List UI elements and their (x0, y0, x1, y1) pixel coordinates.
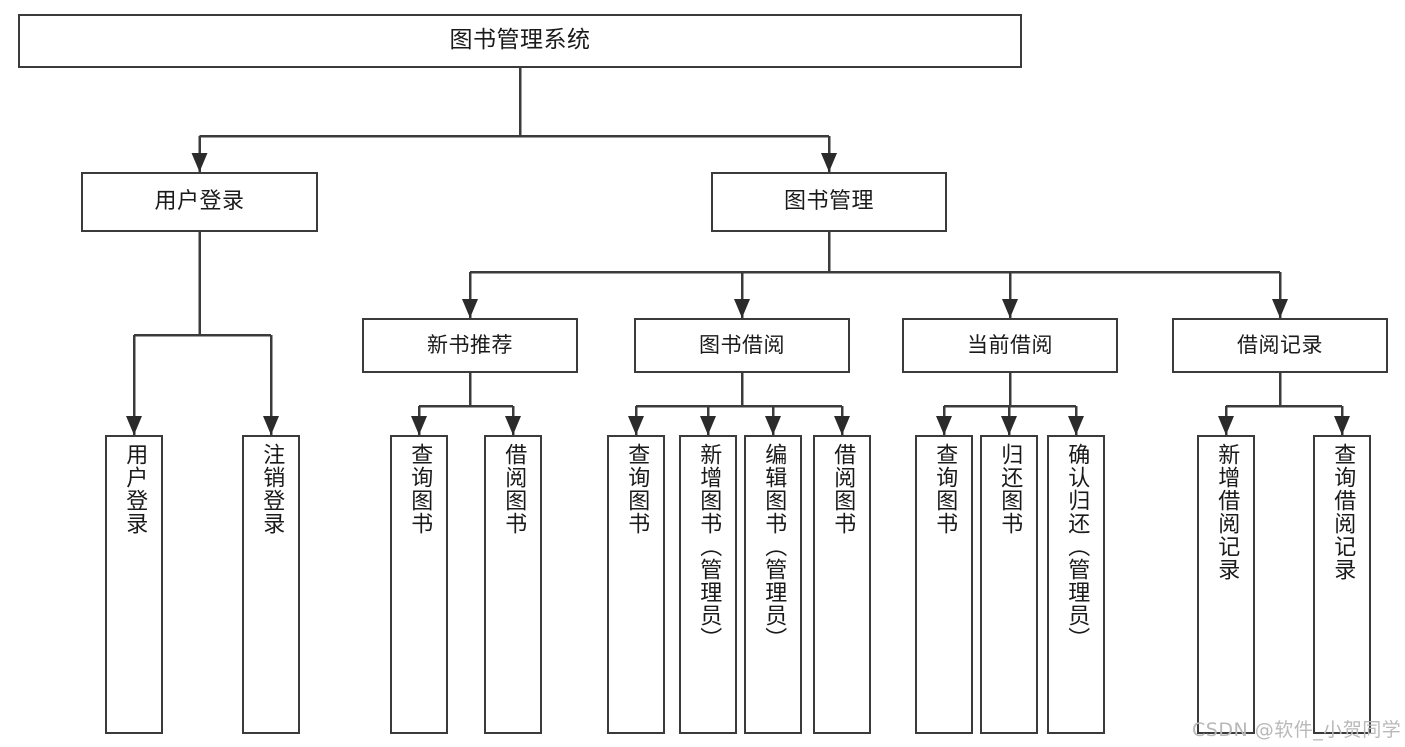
node-label: 确认归还（管理员） (1064, 443, 1090, 650)
node-label: 查询图书 (624, 443, 650, 535)
node-label: 借阅记录 (1237, 332, 1323, 357)
node-leaf-borrow-book-1[interactable]: 借阅图书 (484, 435, 542, 734)
node-leaf-edit-book[interactable]: 编辑图书（管理员） (744, 435, 802, 734)
node-leaf-query-book-3[interactable]: 查询图书 (915, 435, 973, 734)
watermark: CSDN @软件_小贺同学 (1192, 719, 1402, 741)
node-new-book-rec[interactable]: 新书推荐 (362, 318, 578, 373)
node-current-borrow[interactable]: 当前借阅 (902, 318, 1118, 373)
node-label: 查询图书 (407, 443, 433, 535)
node-user-login[interactable]: 用户登录 (81, 172, 318, 232)
node-leaf-user-login[interactable]: 用户登录 (105, 435, 163, 734)
node-leaf-return-book[interactable]: 归还图书 (980, 435, 1038, 734)
node-label: 借阅图书 (830, 443, 856, 535)
node-label: 用户登录 (154, 188, 245, 214)
node-label: 当前借阅 (967, 332, 1053, 357)
node-leaf-add-book[interactable]: 新增图书（管理员） (679, 435, 737, 734)
node-book-borrow[interactable]: 图书借阅 (634, 318, 850, 373)
node-leaf-add-record[interactable]: 新增借阅记录 (1197, 435, 1255, 734)
node-book-manage[interactable]: 图书管理 (711, 172, 947, 232)
node-label: 新增借阅记录 (1214, 443, 1240, 581)
node-label: 用户登录 (122, 443, 148, 535)
node-leaf-confirm-return[interactable]: 确认归还（管理员） (1047, 435, 1105, 734)
node-label: 借阅图书 (501, 443, 527, 535)
node-label: 图书管理系统 (449, 27, 591, 54)
node-label: 新增图书（管理员） (696, 443, 722, 650)
node-leaf-query-book-1[interactable]: 查询图书 (390, 435, 448, 734)
node-leaf-query-record[interactable]: 查询借阅记录 (1313, 435, 1371, 734)
node-label: 注销登录 (259, 443, 285, 535)
node-leaf-user-logout[interactable]: 注销登录 (242, 435, 300, 734)
node-leaf-query-book-2[interactable]: 查询图书 (607, 435, 665, 734)
node-root[interactable]: 图书管理系统 (18, 14, 1022, 68)
node-label: 图书借阅 (699, 332, 785, 357)
node-label: 编辑图书（管理员） (761, 443, 787, 650)
node-label: 查询借阅记录 (1330, 443, 1356, 581)
node-leaf-borrow-book-2[interactable]: 借阅图书 (813, 435, 871, 734)
node-label: 新书推荐 (427, 332, 513, 357)
node-label: 归还图书 (997, 443, 1023, 535)
node-label: 查询图书 (932, 443, 958, 535)
node-borrow-record[interactable]: 借阅记录 (1172, 318, 1388, 373)
node-label: 图书管理 (783, 188, 874, 214)
